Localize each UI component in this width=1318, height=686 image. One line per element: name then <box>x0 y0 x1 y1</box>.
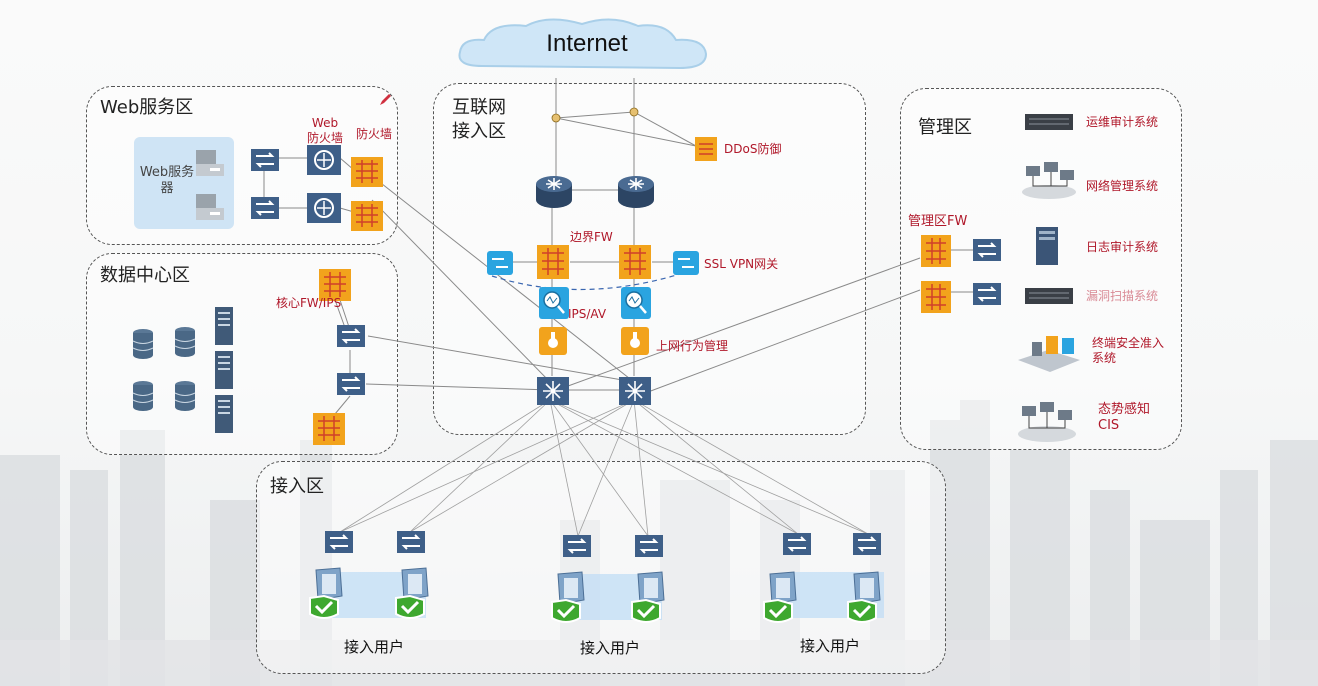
situational-awareness-label: 态势感知 CIS <box>1098 402 1151 433</box>
firewall-icon <box>351 157 383 187</box>
ips-av-icon <box>539 287 569 319</box>
access-switch-icon <box>635 535 663 557</box>
ips-av-label: IPS/AV <box>568 307 607 321</box>
secured-terminal-icon <box>395 567 429 619</box>
internet-label: Internet <box>546 30 628 57</box>
internet-access-zone-title: 互联网 接入区 <box>452 97 506 142</box>
switch-icon <box>251 197 279 219</box>
access-switch-icon <box>563 535 591 557</box>
database-icon <box>174 381 196 411</box>
vpn-gateway-icon <box>673 251 699 275</box>
firewall-icon <box>313 413 345 445</box>
datacenter-zone-title: 数据中心区 <box>100 265 190 286</box>
firewall-label: 防火墙 <box>356 127 393 141</box>
secured-terminal-icon <box>309 567 343 619</box>
secured-terminal-icon <box>763 571 797 623</box>
access-zone-title: 接入区 <box>270 476 324 497</box>
network-management-icon <box>1022 162 1076 199</box>
rack-server-icon <box>1025 288 1073 304</box>
management-zone-title: 管理区 <box>918 117 972 138</box>
core-switch-icon <box>537 377 569 405</box>
vpn-gateway-icon <box>487 251 513 275</box>
access-user-label: 接入用户 <box>800 637 861 655</box>
switch-icon <box>973 239 1001 261</box>
management-firewall-icon <box>921 281 951 313</box>
internet-cloud-icon <box>458 18 708 70</box>
firewall-icon <box>319 269 351 301</box>
endpoint-security-system-label: 终端安全准入 系统 <box>1092 336 1165 365</box>
web-firewall-icon <box>307 193 341 223</box>
ops-audit-system-label: 运维审计系统 <box>1086 115 1159 129</box>
log-audit-system-label: 日志审计系统 <box>1086 240 1159 254</box>
management-firewall-label: 管理区FW <box>908 214 968 229</box>
core-firewall-label: 核心FW/IPS <box>276 296 342 310</box>
firewall-icon <box>351 201 383 231</box>
network-management-system-label: 网络管理系统 <box>1086 179 1159 193</box>
border-firewall-icon <box>619 245 651 279</box>
ddos-label: DDoS防御 <box>724 142 782 156</box>
management-firewall-icon <box>921 235 951 267</box>
database-icon <box>132 381 154 411</box>
switch-icon <box>337 325 365 347</box>
secured-terminal-icon <box>551 571 585 623</box>
behavior-management-icon <box>621 327 649 355</box>
border-firewall-label: 边界FW <box>570 230 613 244</box>
web-firewall-label: Web 防火墙 <box>307 116 344 145</box>
server-tower-icon <box>215 395 233 433</box>
web-server-icon <box>196 194 224 220</box>
secured-terminal-icon <box>631 571 665 623</box>
server-tower-icon <box>215 307 233 345</box>
pencil-icon <box>380 94 391 105</box>
web-zone-title: Web服务区 <box>100 97 194 118</box>
endpoint-security-icon <box>1018 336 1080 372</box>
ddos-protection-icon <box>695 137 717 161</box>
access-switch-icon <box>783 533 811 555</box>
rack-server-icon <box>1025 114 1073 130</box>
access-switch-icon <box>397 531 425 553</box>
border-firewall-icon <box>537 245 569 279</box>
switch-icon <box>251 149 279 171</box>
access-switch-icon <box>325 531 353 553</box>
secured-terminal-icon <box>847 571 881 623</box>
switch-icon <box>337 373 365 395</box>
router-icon <box>618 176 654 208</box>
access-user-label: 接入用户 <box>580 639 641 657</box>
server-tower-icon <box>215 351 233 389</box>
ips-av-icon <box>621 287 651 319</box>
router-icon <box>536 176 572 208</box>
log-server-icon <box>1036 227 1058 265</box>
behavior-management-icon <box>539 327 567 355</box>
web-firewall-icon <box>307 145 341 175</box>
management-zone-frame <box>900 88 1182 450</box>
vulnerability-scan-system-label: 漏洞扫描系统 <box>1086 289 1159 303</box>
database-icon <box>132 329 154 359</box>
access-zone-frame <box>256 461 946 674</box>
web-server-label: Web服务 器 <box>139 165 195 196</box>
access-user-label: 接入用户 <box>344 638 405 656</box>
ssl-vpn-label: SSL VPN网关 <box>704 257 779 271</box>
situational-awareness-icon <box>1018 402 1076 442</box>
web-server-icon <box>196 150 224 176</box>
behavior-management-label: 上网行为管理 <box>656 339 729 353</box>
access-switch-icon <box>853 533 881 555</box>
switch-icon <box>973 283 1001 305</box>
database-icon <box>174 327 196 357</box>
core-switch-icon <box>619 377 651 405</box>
